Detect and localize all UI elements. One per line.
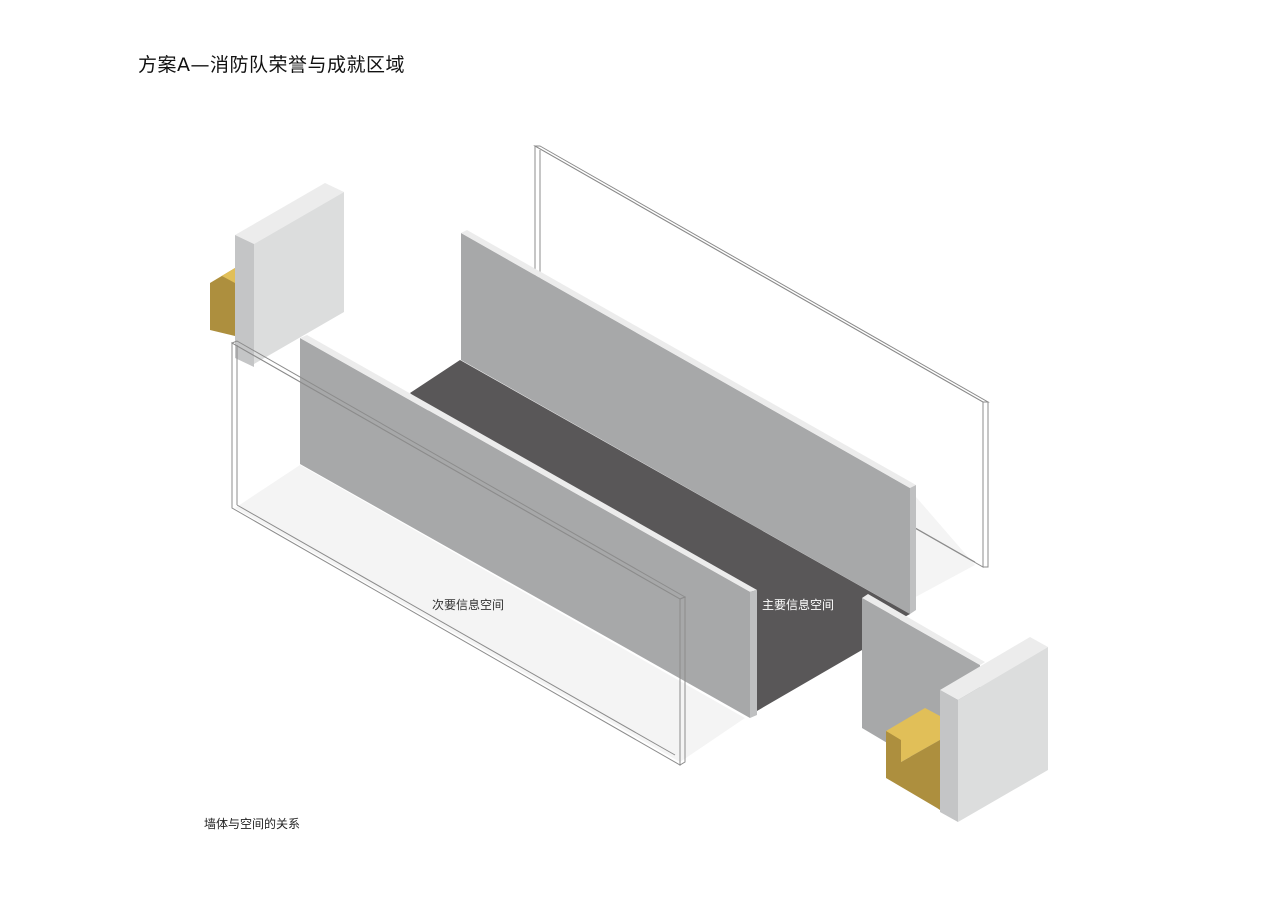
front-floor-shadow bbox=[235, 465, 745, 762]
diagram-caption: 墙体与空间的关系 bbox=[204, 817, 301, 831]
primary-space-label: 主要信息空间 bbox=[762, 598, 835, 612]
left-yellow-block bbox=[210, 268, 235, 336]
front-glass-panel bbox=[230, 340, 687, 766]
right-display-box bbox=[940, 637, 1048, 822]
right-yellow-block bbox=[886, 708, 940, 810]
left-display-box bbox=[235, 183, 344, 367]
front-wall bbox=[300, 335, 757, 718]
page-title: 方案A—消防队荣誉与成就区域 bbox=[138, 54, 405, 76]
secondary-space-label: 次要信息空间 bbox=[432, 598, 505, 612]
rear-wall bbox=[461, 230, 916, 614]
